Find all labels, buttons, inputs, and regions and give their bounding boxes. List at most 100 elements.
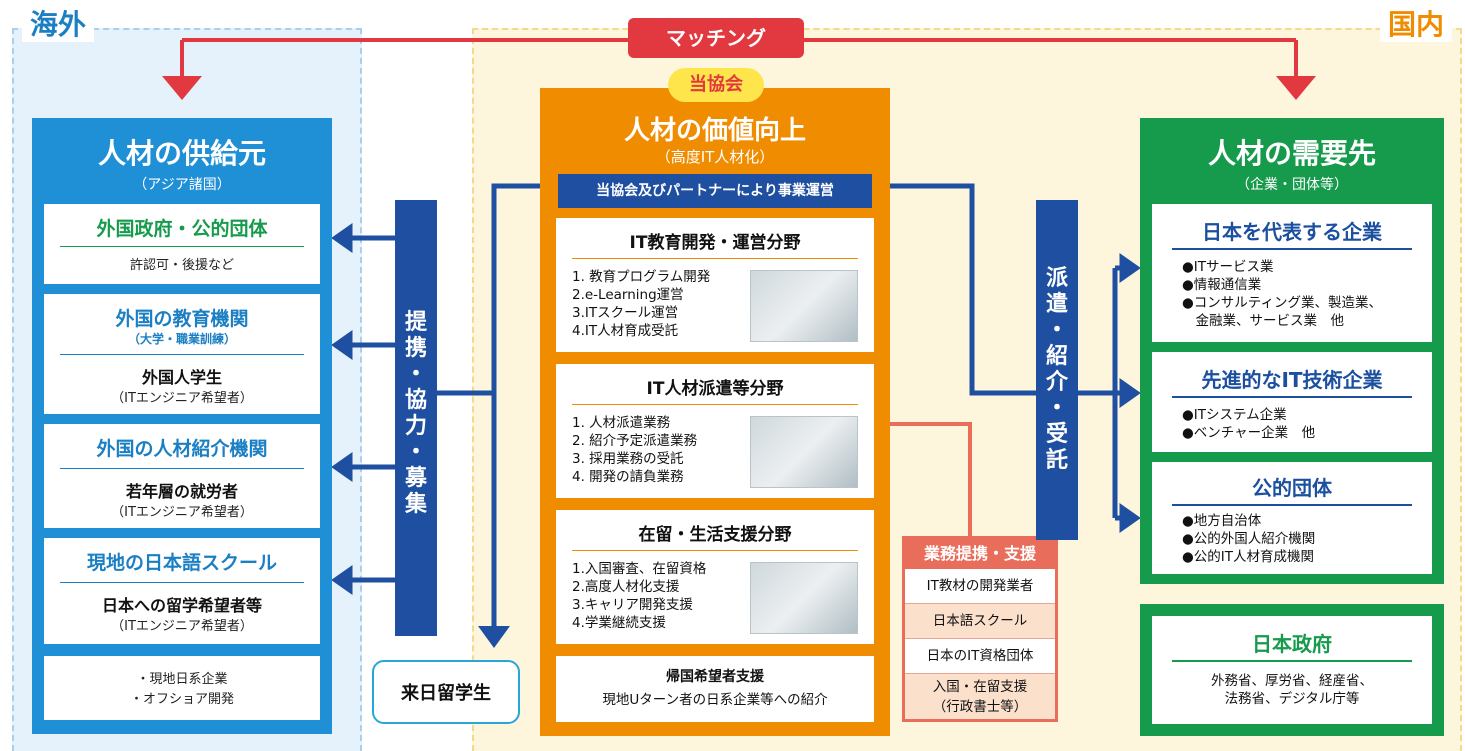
- demand-card: 日本を代表する企業 ●ITサービス業 ●情報通信業 ●コンサルティング業、製造業…: [1152, 204, 1432, 342]
- dispatch-bar: 派 遣 ・ 紹 介 ・ 受 託: [1036, 200, 1078, 540]
- dispatch-char: 受: [1045, 422, 1068, 447]
- field-item: 1.入国審査、在留資格: [572, 561, 707, 577]
- demand-card-title: 日本を代表する企業: [1202, 220, 1382, 244]
- field-item: 3. 採用業務の受託: [572, 451, 684, 467]
- partners-row: 日本のIT資格団体: [905, 639, 1055, 674]
- field-item: 2. 紹介予定派遣業務: [572, 433, 698, 449]
- supply-card-sub: （ITエンジニア希望者）: [111, 505, 253, 520]
- demand-panel: 人材の需要先 （企業・団体等） 日本を代表する企業 ●ITサービス業 ●情報通信…: [1140, 118, 1444, 584]
- supply-title: 人材の供給元: [97, 137, 266, 170]
- cooperate-char: ・: [404, 440, 427, 465]
- field-card: 在留・生活支援分野 1.入国審査、在留資格 2.高度人材化支援 3.キャリア開発…: [556, 510, 874, 644]
- field-item: 1. 人材派遣業務: [572, 415, 671, 431]
- demand-title: 人材の需要先: [1207, 137, 1376, 170]
- supply-bottom-line: ・現地日系企業: [136, 672, 228, 687]
- documents-photo: [750, 562, 858, 634]
- domestic-label: 国内: [1380, 8, 1453, 42]
- cooperate-char: 募: [404, 466, 427, 491]
- government-line: 外務省、厚労省、経産省、: [1211, 673, 1373, 689]
- demand-subtitle: （企業・団体等）: [1236, 177, 1348, 193]
- supply-card-main: 外国人学生: [141, 368, 222, 387]
- cooperate-char: ・: [404, 362, 427, 387]
- demand-card: 公的団体 ●地方自治体 ●公的外国人紹介機関 ●公的IT人材育成機関: [1152, 462, 1432, 574]
- field-item: 4.学業継続支援: [572, 615, 666, 631]
- cooperate-char: 提: [404, 310, 427, 335]
- association-badge: 当協会: [668, 68, 764, 102]
- demand-item: ●情報通信業: [1182, 277, 1262, 293]
- demand-item: ●地方自治体: [1182, 513, 1262, 529]
- supply-card-main: 日本への留学希望者等: [101, 596, 262, 615]
- dispatch-char: 派: [1045, 266, 1068, 291]
- demand-card-title: 先進的なIT技術企業: [1201, 368, 1383, 392]
- supply-card: 現地の日本語スクール 日本への留学希望者等 （ITエンジニア希望者）: [44, 538, 320, 644]
- government-card: 日本政府 外務省、厚労省、経産省、 法務省、デジタル庁等: [1152, 616, 1432, 724]
- supply-card: 外国の教育機関 （大学・職業訓練） 外国人学生 （ITエンジニア希望者）: [44, 294, 320, 414]
- cooperate-bar: 提 携 ・ 協 力 ・ 募 集: [395, 200, 437, 636]
- dispatch-char: 紹: [1045, 344, 1068, 369]
- field-card-title: 在留・生活支援分野: [638, 525, 792, 545]
- government-panel: 日本政府 外務省、厚労省、経産省、 法務省、デジタル庁等: [1140, 604, 1444, 736]
- demand-item: ●公的外国人紹介機関: [1182, 531, 1316, 547]
- partners-panel: 業務提携・支援 IT教材の開発業者 日本語スクール 日本のIT資格団体 入国・在…: [902, 536, 1058, 722]
- demand-item: ●公的IT人材育成機関: [1182, 549, 1315, 565]
- field-card-title: IT教育開発・運営分野: [629, 233, 801, 253]
- supply-card-title: 外国政府・公的団体: [96, 218, 268, 240]
- partners-row: 入国・在留支援: [905, 674, 1055, 698]
- demand-item: ●ITサービス業: [1182, 259, 1274, 275]
- association-panel: 人材の価値向上 （高度IT人材化） 当協会及びパートナーにより事業運営 IT教育…: [540, 88, 890, 736]
- supply-card: 外国の人材紹介機関 若年層の就労者 （ITエンジニア希望者）: [44, 424, 320, 528]
- dispatch-char: 遣: [1045, 292, 1068, 317]
- field-item: 2.高度人材化支援: [572, 579, 680, 595]
- association-operated-by: 当協会及びパートナーにより事業運営: [558, 174, 872, 208]
- supply-bottom-card: ・現地日系企業 ・オフショア開発: [44, 656, 320, 720]
- supply-card-body: 許認可・後援など: [129, 258, 234, 273]
- supply-card-note: （大学・職業訓練）: [127, 332, 236, 346]
- cooperate-char: 協: [404, 388, 427, 413]
- students-box: 来日留学生: [372, 660, 520, 724]
- field-item: 1. 教育プログラム開発: [572, 269, 711, 285]
- association-subtitle: （高度IT人材化）: [655, 148, 775, 166]
- dispatch-char: 介: [1045, 370, 1068, 395]
- government-title: 日本政府: [1252, 632, 1332, 656]
- return-support-body: 現地Uターン者の日系企業等への紹介: [602, 692, 828, 708]
- demand-item: 金融業、サービス業 他: [1182, 313, 1344, 329]
- supply-subtitle: （アジア諸国）: [133, 177, 231, 193]
- supply-card-title: 外国の人材紹介機関: [96, 438, 268, 460]
- dispatch-char: ・: [1045, 396, 1068, 421]
- partners-title: 業務提携・支援: [905, 539, 1055, 569]
- field-item: 4. 開発の請負業務: [572, 469, 684, 485]
- supply-card-sub: （ITエンジニア希望者）: [111, 391, 253, 406]
- demand-card: 先進的なIT技術企業 ●ITシステム企業 ●ベンチャー企業 他: [1152, 352, 1432, 452]
- field-item: 3.ITスクール運営: [572, 305, 679, 321]
- return-support-title: 帰国希望者支援: [666, 669, 764, 685]
- supply-card-sub: （ITエンジニア希望者）: [111, 619, 253, 634]
- supply-panel: 人材の供給元 （アジア諸国） 外国政府・公的団体 許認可・後援など 外国の教育機…: [32, 118, 332, 734]
- field-card: IT人材派遣等分野 1. 人材派遣業務 2. 紹介予定派遣業務 3. 採用業務の…: [556, 364, 874, 498]
- supply-card-title: 外国の教育機関: [115, 308, 249, 330]
- cooperate-char: 力: [404, 414, 427, 439]
- cooperate-char: 集: [404, 492, 427, 517]
- association-title: 人材の価値向上: [623, 116, 806, 146]
- demand-item: ●ITシステム企業: [1182, 407, 1287, 423]
- field-card-title: IT人材派遣等分野: [646, 379, 784, 399]
- demand-card-title: 公的団体: [1252, 476, 1332, 500]
- overseas-label: 海外: [22, 8, 95, 42]
- field-item: 4.IT人材育成受託: [572, 323, 679, 339]
- office-photo: [750, 416, 858, 488]
- partners-row: 日本語スクール: [905, 604, 1055, 639]
- classroom-photo: [750, 270, 858, 342]
- field-item: 2.e-Learning運営: [572, 287, 684, 303]
- dispatch-char: 託: [1045, 448, 1068, 473]
- matching-label: マッチング: [628, 18, 804, 58]
- demand-item: ●コンサルティング業、製造業、: [1182, 295, 1382, 311]
- partners-row-note: （行政書士等）: [905, 698, 1055, 719]
- dispatch-char: ・: [1045, 318, 1068, 343]
- cooperate-char: 携: [404, 336, 427, 361]
- partners-row: IT教材の開発業者: [905, 569, 1055, 604]
- government-line: 法務省、デジタル庁等: [1224, 691, 1360, 707]
- demand-item: ●ベンチャー企業 他: [1182, 425, 1316, 441]
- field-card: IT教育開発・運営分野 1. 教育プログラム開発 2.e-Learning運営 …: [556, 218, 874, 352]
- field-item: 3.キャリア開発支援: [572, 597, 693, 613]
- return-support-card: 帰国希望者支援 現地Uターン者の日系企業等への紹介: [556, 656, 874, 722]
- supply-card: 外国政府・公的団体 許認可・後援など: [44, 204, 320, 284]
